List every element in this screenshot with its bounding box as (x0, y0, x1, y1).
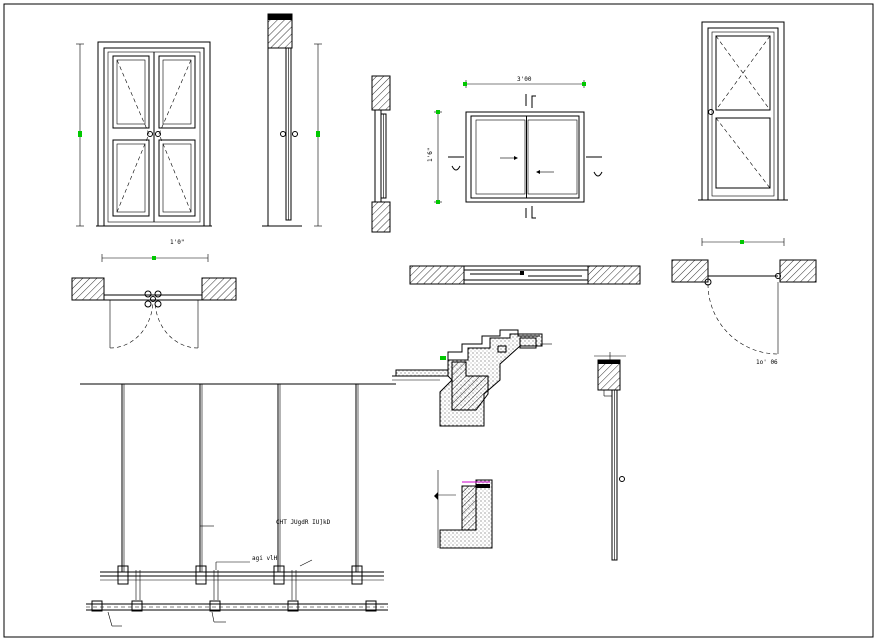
step-detail (434, 470, 493, 549)
single-door-plan (671, 238, 817, 355)
ceiling-note-label: CHT JUgdR IU]kD (276, 519, 331, 526)
ceiling-rod-section (80, 383, 396, 627)
window-height-label: 1'6" (427, 148, 434, 162)
staircase-section (392, 329, 552, 427)
single-door-elevation (698, 21, 788, 201)
sliding-window-plan (409, 265, 641, 285)
window-vertical-section (371, 75, 391, 233)
sheet-border (3, 3, 874, 638)
rod-note-label: agi vlH (252, 555, 278, 562)
single-door-side-section (594, 352, 626, 561)
double-door-side-section (262, 13, 322, 227)
double-door-plan (71, 254, 237, 349)
dimension-marker (78, 131, 82, 137)
window-width-label: 3'00 (517, 76, 532, 83)
sliding-window-elevation (434, 80, 603, 219)
double-door-width-label: 1'0" (170, 239, 184, 246)
double-door-elevation (76, 41, 212, 227)
single-door-swing-label: 1o' 06 (756, 359, 778, 366)
